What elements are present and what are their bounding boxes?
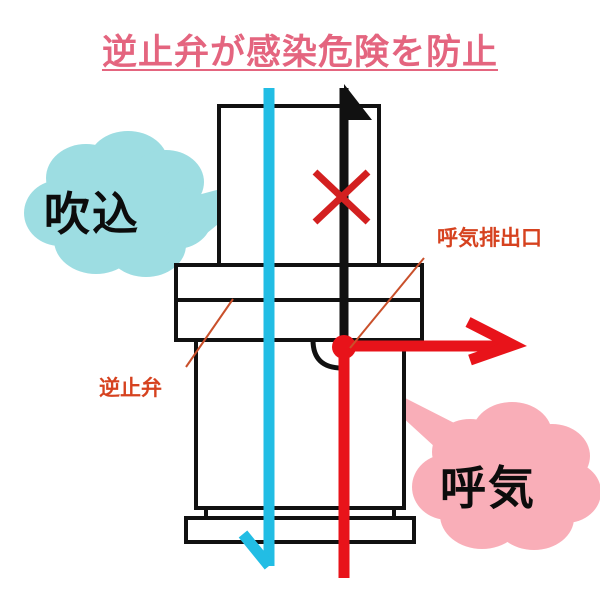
- callout-inflow-cloud: [24, 131, 212, 277]
- callout-exhale-cloud: [412, 402, 600, 550]
- flow-inflow: [238, 88, 275, 570]
- exhale-arrowhead: [465, 317, 527, 366]
- callout-exhale-label: 呼気: [440, 461, 536, 515]
- callout-inflow-label: 吹込: [44, 187, 140, 241]
- red-x-blocked-icon: [312, 169, 371, 225]
- leader-exhaust-port: [349, 257, 425, 349]
- blocked-flow-arrowhead: [344, 84, 372, 120]
- check-valve-flap: [310, 339, 343, 371]
- flange-lower: [174, 298, 424, 342]
- flange-upper: [174, 263, 424, 302]
- leader-check-valve: [185, 298, 234, 368]
- annotation-exhaust-port-label: 呼気排出口: [437, 226, 542, 250]
- callout-inflow-bubble: [24, 131, 281, 277]
- page-title: 逆止弁が感染危険を防止: [101, 33, 498, 73]
- flow-exhale: [332, 317, 527, 578]
- inflow-arrowhead: [238, 530, 274, 570]
- valve-junction-dot: [332, 335, 356, 359]
- base-plate: [184, 516, 416, 544]
- annotation-check-valve-label: 逆止弁: [99, 376, 162, 400]
- device-body: [174, 104, 424, 544]
- flow-blocked-up: [339, 84, 372, 345]
- lower-body: [194, 338, 406, 510]
